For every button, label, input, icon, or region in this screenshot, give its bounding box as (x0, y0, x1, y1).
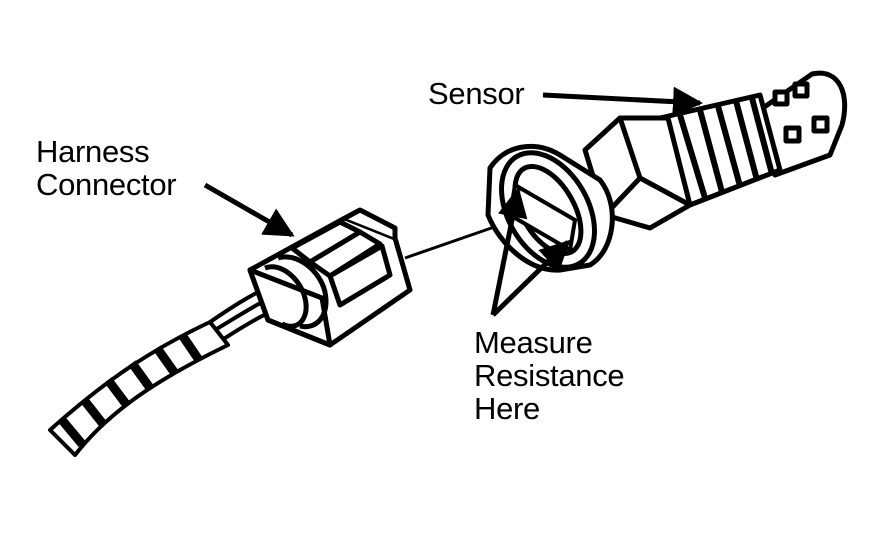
arrow-measure-right (491, 239, 571, 317)
label-measure-resistance: Measure Resistance Here (474, 325, 625, 426)
oxygen-sensor (485, 70, 848, 273)
label-harness-connector: Harness Connector (36, 134, 177, 202)
label-measure-line2: Resistance (474, 358, 625, 393)
label-measure-line3: Here (474, 391, 540, 426)
wire-harness-cable (48, 320, 230, 457)
arrow-harness (203, 182, 295, 238)
label-harness-line1: Harness (36, 134, 150, 169)
label-sensor: Sensor (428, 76, 525, 111)
leader-arrows (203, 86, 703, 317)
arrow-measure-left (490, 187, 528, 316)
mating-line (404, 223, 501, 260)
label-harness-line2: Connector (36, 167, 177, 202)
harness-connector (247, 207, 413, 348)
label-measure-line1: Measure (474, 325, 593, 360)
arrow-sensor (542, 86, 703, 117)
